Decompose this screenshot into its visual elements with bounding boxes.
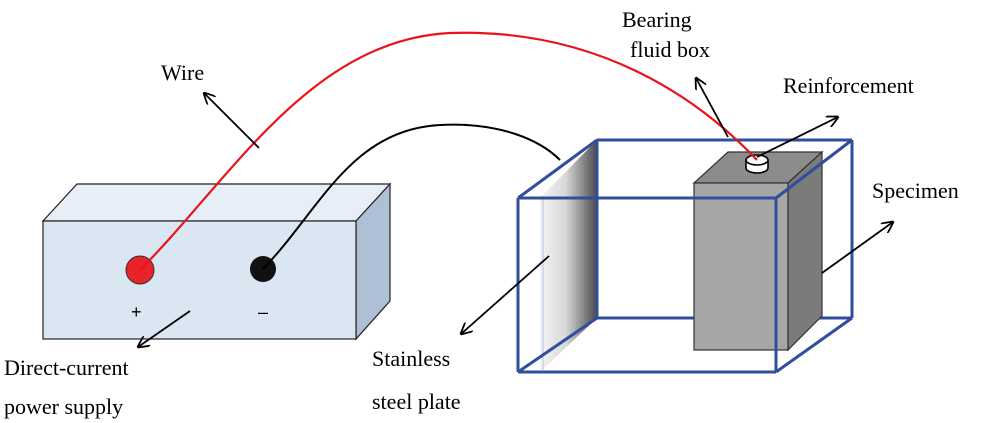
wire-arrow [204, 93, 260, 149]
positive-wire [139, 31, 758, 271]
dc-power-supply: + – [41, 182, 392, 341]
bearing-fluid-box-label-line1: Bearing [622, 7, 692, 32]
power-supply-top-face [41, 183, 392, 222]
power-supply-front-face [42, 220, 357, 340]
stainless-steel-plate-arrow [461, 255, 550, 334]
dc-power-supply-label-line1: Direct-current [4, 355, 129, 380]
power-supply-arrow [138, 310, 191, 347]
specimen-side-face [787, 150, 823, 352]
box-bottom-right-depth-edge [775, 316, 853, 374]
box-top-left-depth-edge [517, 138, 598, 200]
stainless-steel-plate-label-line2: steel plate [372, 389, 461, 414]
reinforcement-arrow [756, 117, 838, 158]
box-bottom-left-depth-edge [517, 316, 598, 374]
stainless-steel-plate-label-line1: Stainless [372, 346, 450, 371]
negative-symbol: – [258, 302, 268, 322]
labels: Wire Bearing fluid box Reinforcement Spe… [4, 7, 959, 419]
box-top-right-depth-edge [775, 138, 853, 200]
positive-symbol: + [131, 302, 142, 322]
specimen-arrow [821, 222, 893, 274]
bearing-fluid-box-front [516, 138, 854, 374]
reinforcement-stub [745, 154, 769, 174]
wire-label: Wire [161, 60, 204, 85]
negative-wire [262, 123, 561, 270]
specimen [692, 150, 824, 352]
reinforcement-label: Reinforcement [783, 73, 914, 98]
bearing-fluid-box-arrow [696, 78, 729, 138]
leader-arrows [138, 78, 893, 347]
specimen-front-face [693, 182, 789, 351]
specimen-label: Specimen [872, 178, 959, 203]
bearing-fluid-box-label-line2: fluid box [630, 37, 710, 62]
dc-power-supply-label-line2: power supply [4, 394, 123, 419]
